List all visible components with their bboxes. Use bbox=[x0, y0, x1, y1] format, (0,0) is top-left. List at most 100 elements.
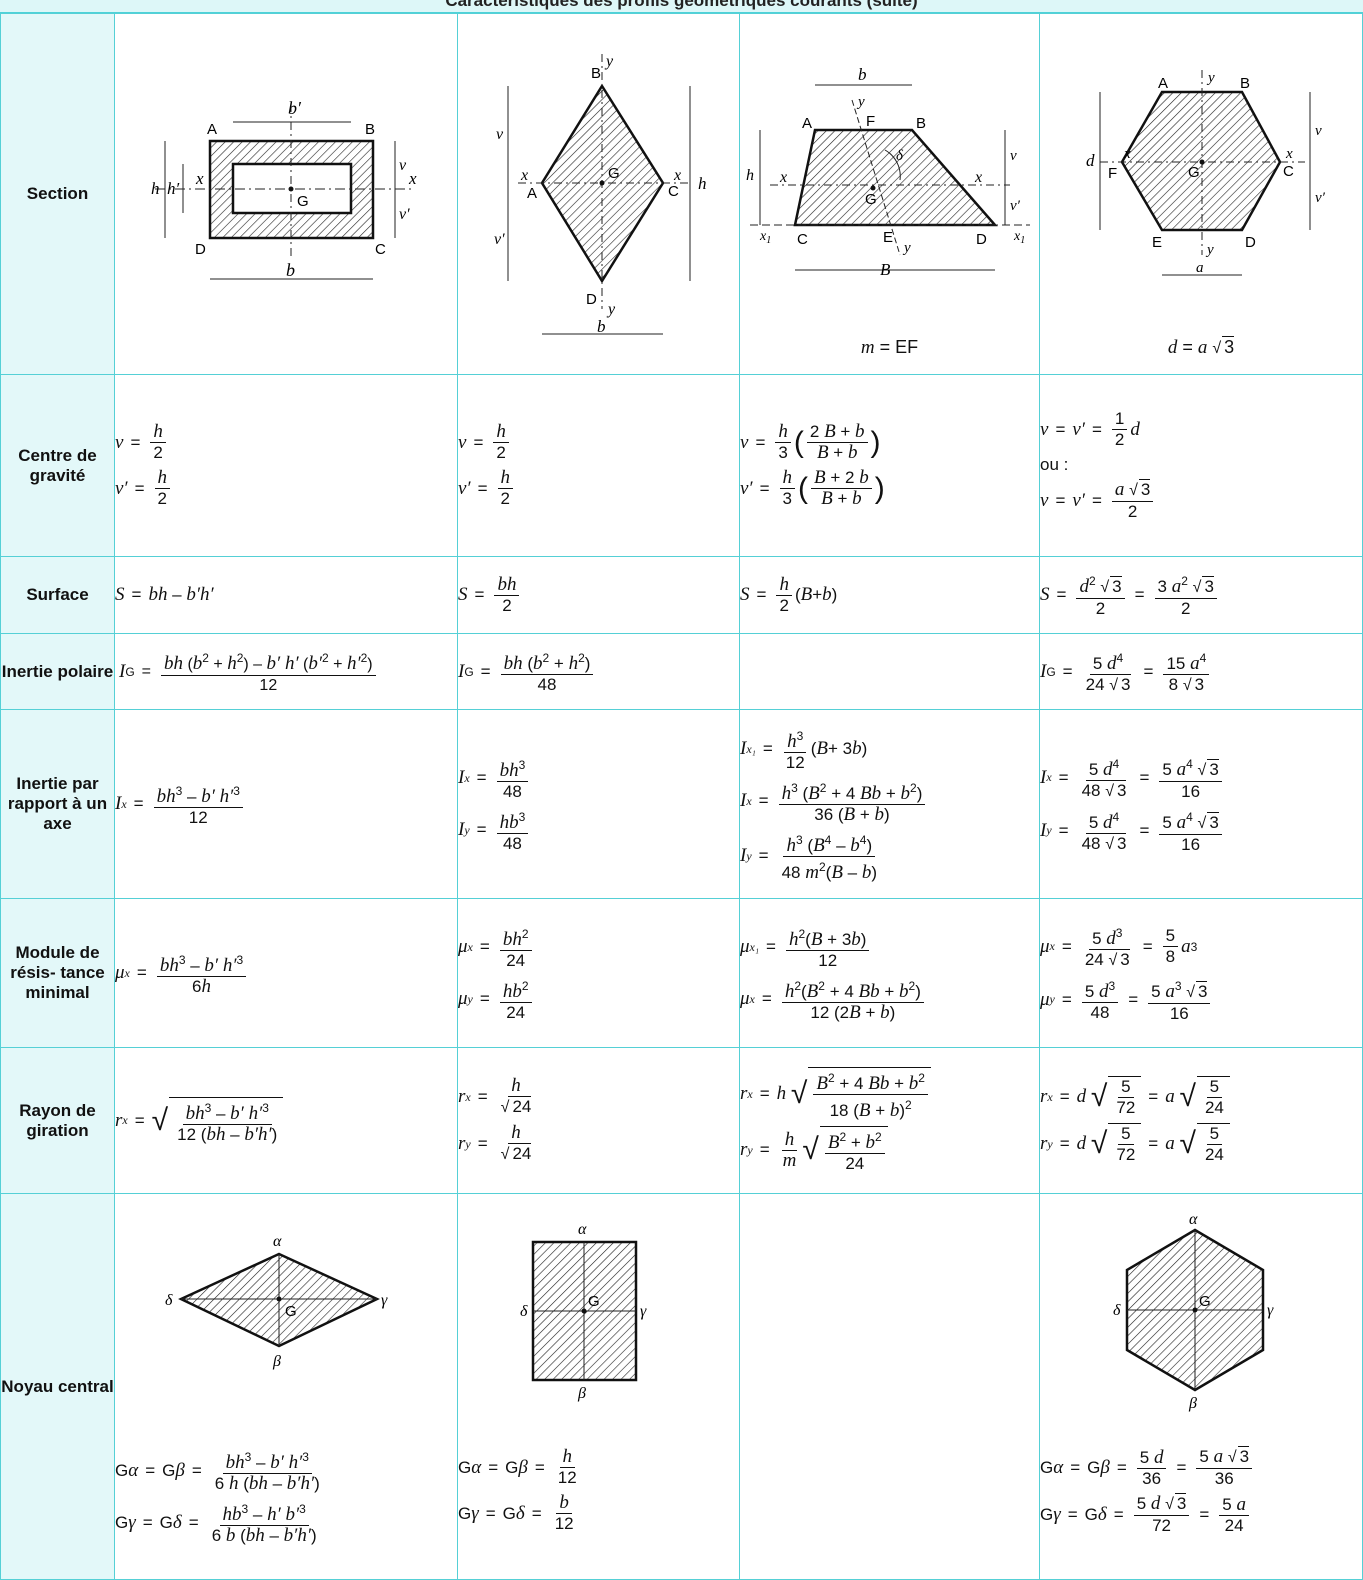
svg-text:C: C bbox=[797, 231, 808, 248]
svg-text:β: β bbox=[577, 1385, 586, 1402]
svg-text:F: F bbox=[1108, 165, 1117, 182]
svg-text:x1: x1 bbox=[759, 229, 771, 246]
svg-text:x: x bbox=[195, 169, 204, 188]
svg-text:x: x bbox=[974, 169, 982, 186]
svg-text:b′: b′ bbox=[288, 98, 302, 118]
svg-text:b: b bbox=[597, 317, 606, 336]
svg-text:B: B bbox=[365, 121, 375, 138]
svg-text:A: A bbox=[1158, 75, 1168, 92]
svg-text:h: h bbox=[698, 174, 707, 193]
svg-text:v: v bbox=[496, 126, 504, 143]
svg-text:v: v bbox=[399, 157, 407, 174]
svg-text:x: x bbox=[520, 167, 528, 184]
svg-text:D: D bbox=[195, 241, 206, 258]
svg-text:B: B bbox=[880, 260, 891, 279]
svg-text:G: G bbox=[608, 165, 620, 182]
svg-text:y: y bbox=[1205, 242, 1214, 258]
row-section: Section b′ b h h′ bbox=[0, 13, 1363, 375]
svg-text:G: G bbox=[285, 1303, 297, 1320]
table-title-bar: Caractéristiques des profils géométrique… bbox=[0, 0, 1363, 13]
svg-text:y: y bbox=[902, 240, 911, 256]
row-header-inertie-polaire: Inertie polaire bbox=[0, 633, 115, 710]
svg-text:v′: v′ bbox=[399, 206, 410, 223]
svg-text:x: x bbox=[673, 167, 681, 184]
svg-text:G: G bbox=[1199, 1293, 1211, 1310]
caption-trapezoid: m = EF bbox=[860, 336, 919, 358]
profile-table: Section b′ b h h′ bbox=[0, 13, 1363, 1580]
svg-text:α: α bbox=[578, 1221, 587, 1238]
svg-text:E: E bbox=[883, 229, 893, 246]
table-title: Caractéristiques des profils géométrique… bbox=[445, 0, 918, 10]
svg-text:α: α bbox=[273, 1233, 282, 1250]
svg-text:A: A bbox=[527, 185, 537, 202]
figure-hexagon: A y B F C G E y D d v v′ a x x d = a √3 bbox=[1039, 13, 1363, 375]
polar-trapezoid bbox=[739, 633, 1040, 710]
row-header-centre: Centre de gravité bbox=[0, 374, 115, 557]
svg-text:C: C bbox=[1283, 163, 1294, 180]
svg-text:v: v bbox=[1010, 148, 1017, 164]
svg-text:B: B bbox=[591, 65, 601, 82]
row-header-rayon: Rayon de giration bbox=[0, 1047, 115, 1194]
svg-text:β: β bbox=[1188, 1395, 1197, 1412]
svg-text:γ: γ bbox=[381, 1292, 388, 1309]
svg-text:δ: δ bbox=[1113, 1302, 1121, 1319]
svg-text:β: β bbox=[272, 1353, 281, 1370]
svg-text:G: G bbox=[1188, 164, 1200, 181]
svg-text:C: C bbox=[668, 183, 679, 200]
row-header-section: Section bbox=[0, 13, 115, 375]
svg-text:D: D bbox=[1245, 234, 1256, 251]
svg-text:d: d bbox=[1086, 151, 1095, 170]
svg-text:D: D bbox=[586, 291, 597, 308]
svg-text:x: x bbox=[1285, 146, 1293, 162]
svg-text:F: F bbox=[866, 113, 875, 130]
svg-text:G: G bbox=[297, 193, 309, 210]
svg-text:B: B bbox=[1240, 75, 1250, 92]
svg-text:x1: x1 bbox=[1013, 229, 1025, 246]
svg-text:y: y bbox=[856, 94, 865, 110]
svg-text:b: b bbox=[286, 260, 295, 280]
figure-hollow-rectangle: b′ b h h′ x x v v′ A B D C G bbox=[114, 13, 458, 375]
svg-text:x: x bbox=[779, 169, 787, 186]
svg-text:δ: δ bbox=[520, 1303, 528, 1320]
svg-text:v′: v′ bbox=[494, 231, 505, 248]
svg-text:h′: h′ bbox=[167, 179, 180, 198]
row-header-module: Module de résis- tance minimal bbox=[0, 898, 115, 1048]
svg-text:γ: γ bbox=[640, 1303, 647, 1320]
svg-text:γ: γ bbox=[1267, 1302, 1274, 1319]
svg-text:v′: v′ bbox=[1010, 198, 1021, 214]
svg-text:x: x bbox=[1123, 146, 1131, 162]
figure-rhombus: B y A C D y G x x v v′ h b bbox=[457, 13, 740, 375]
core-trapezoid bbox=[739, 1193, 1040, 1580]
row-header-noyau: Noyau central bbox=[0, 1193, 115, 1580]
svg-text:E: E bbox=[1152, 234, 1162, 251]
svg-text:y: y bbox=[604, 53, 614, 70]
svg-text:δ: δ bbox=[896, 148, 904, 164]
surface-rectangle: S=bh – b′h′ bbox=[114, 556, 458, 634]
